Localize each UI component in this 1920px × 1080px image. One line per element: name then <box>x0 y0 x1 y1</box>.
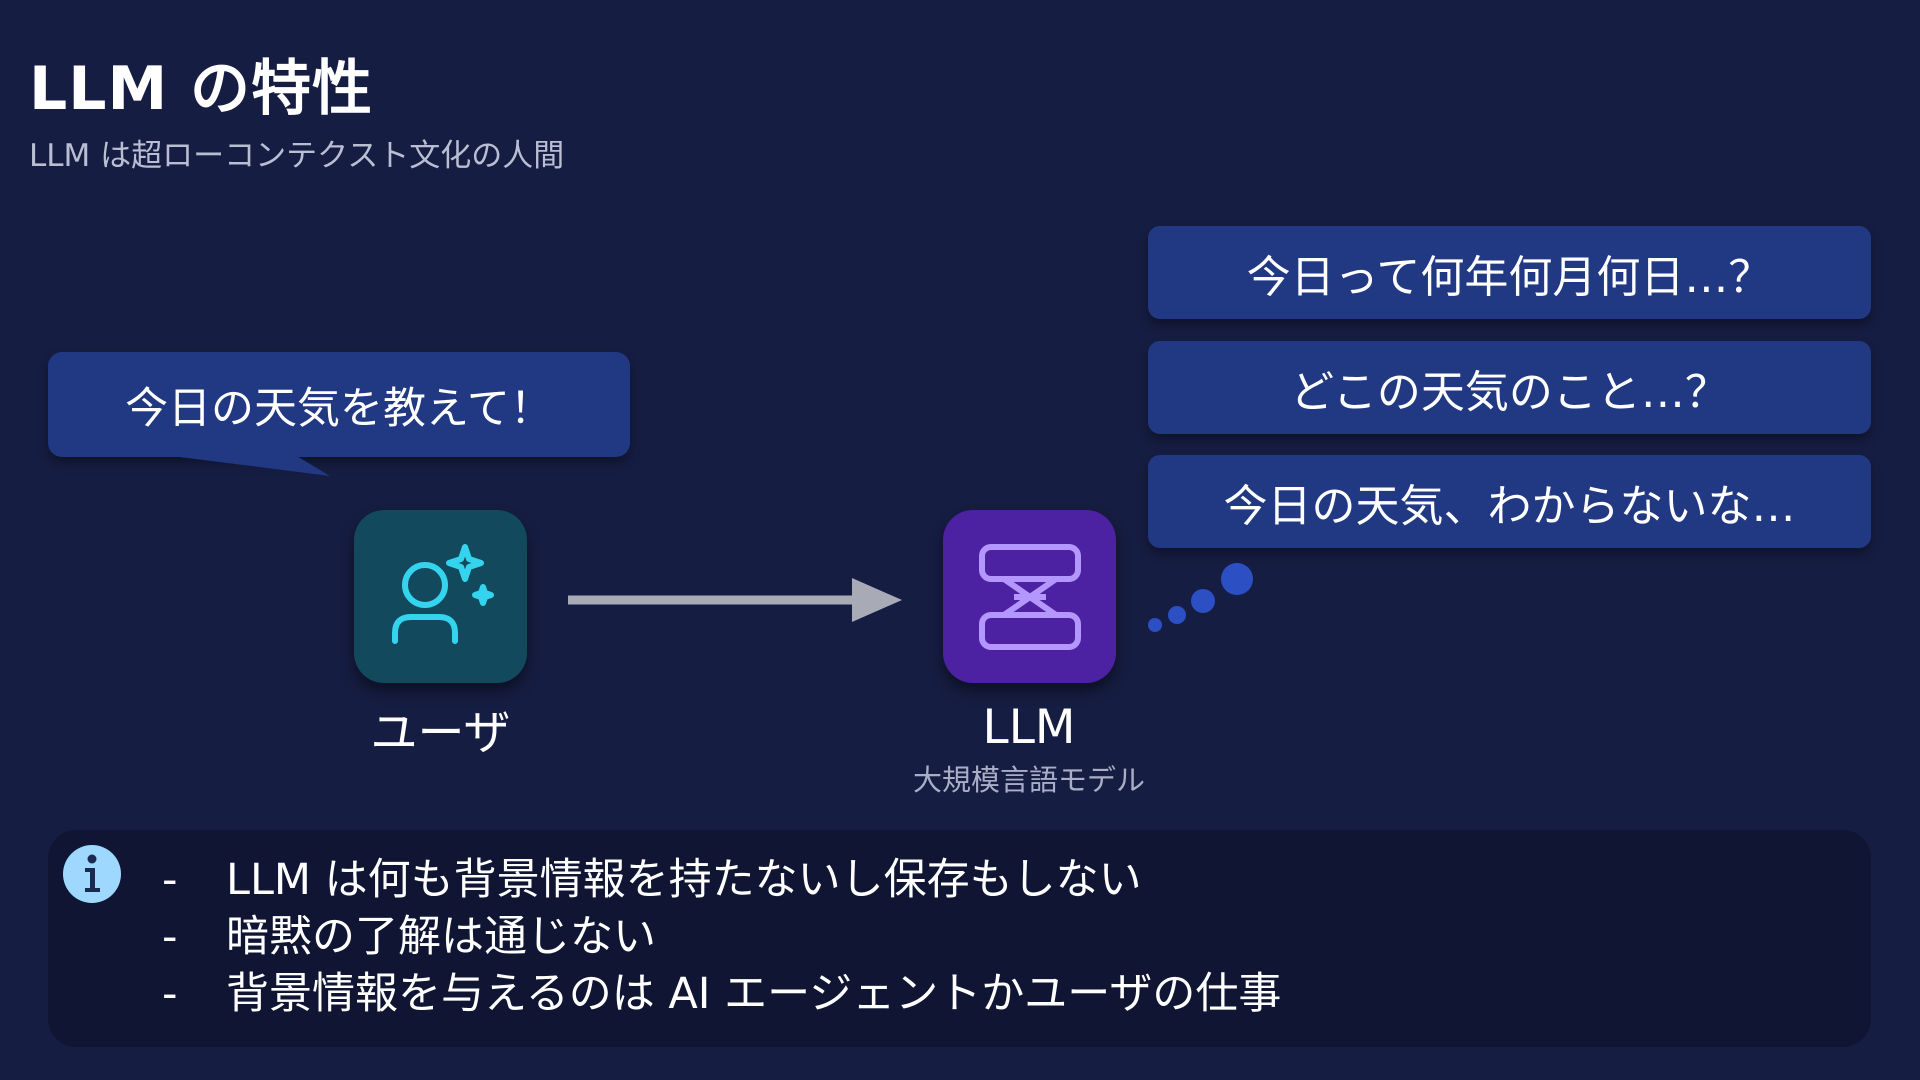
thought-text: どこの天気のこと…？ <box>1290 366 1729 418</box>
info-list: - LLM は何も背景情報を持たないし保存もしない - 暗黙の了解は通じない -… <box>162 852 1281 1023</box>
thought-bubble: どこの天気のこと…？ <box>1148 341 1871 434</box>
llm-sublabel: 大規模言語モデル <box>912 763 1145 797</box>
arrow-right-icon <box>568 578 902 622</box>
info-panel <box>48 830 1871 1047</box>
thought-bubble: 今日の天気、わからないな… <box>1148 455 1871 548</box>
page-subtitle: LLM は超ローコンテクスト文化の人間 <box>29 138 565 174</box>
bullet-dash: - <box>162 855 178 905</box>
thought-text: 今日って何年何月何日…？ <box>1246 251 1773 303</box>
info-list-item: - 背景情報を与えるのは AI エージェントかユーザの仕事 <box>162 966 1281 1023</box>
info-list-item: - LLM は何も背景情報を持たないし保存もしない <box>162 852 1281 909</box>
info-text: LLM は何も背景情報を持たないし保存もしない <box>226 855 1142 905</box>
user-label: ユーザ <box>370 706 511 761</box>
person-sparkle-icon <box>391 543 494 644</box>
info-text: 暗黙の了解は通じない <box>226 912 656 962</box>
bullet-dash: - <box>162 969 178 1019</box>
llm-icon-tile <box>943 510 1116 683</box>
llm-label: LLM <box>982 700 1076 755</box>
hourglass-icon <box>978 543 1081 650</box>
page-title: LLM の特性 <box>29 54 374 124</box>
info-icon <box>63 845 121 903</box>
info-text: 背景情報を与えるのは AI エージェントかユーザの仕事 <box>226 969 1282 1019</box>
thought-dots <box>1148 563 1253 632</box>
speech-bubble-tail <box>140 452 330 476</box>
info-list-item: - 暗黙の了解は通じない <box>162 909 1281 966</box>
user-speech-text: 今日の天気を教えて！ <box>125 383 553 434</box>
thought-text: 今日の天気、わからないな… <box>1223 480 1796 532</box>
user-speech-bubble: 今日の天気を教えて！ <box>48 352 630 457</box>
user-icon-tile <box>354 510 527 683</box>
thought-bubble: 今日って何年何月何日…？ <box>1148 226 1871 319</box>
bullet-dash: - <box>162 912 178 962</box>
